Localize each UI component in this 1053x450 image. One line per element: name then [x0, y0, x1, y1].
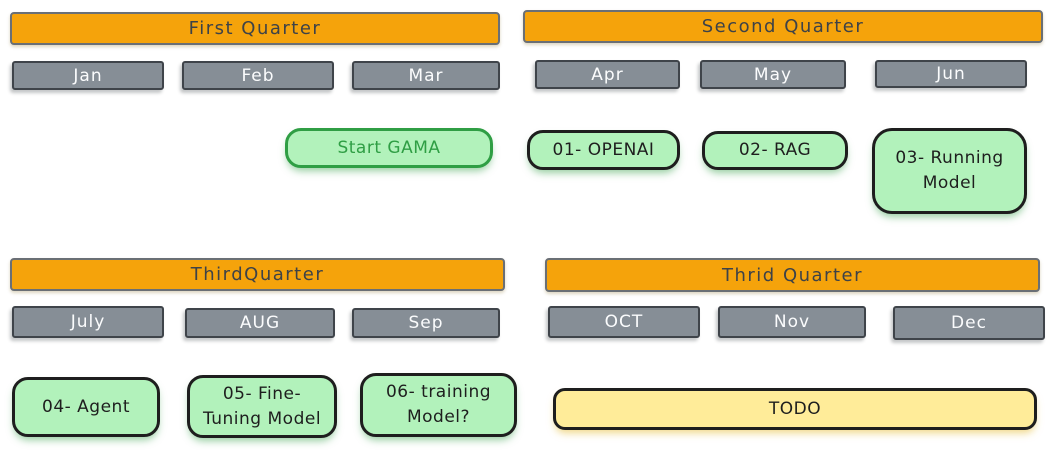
task-06-training-model-label: 06- training Model?	[385, 382, 492, 427]
month-bar-nov[interactable]: Nov	[718, 306, 866, 338]
task-03-running-model[interactable]: 03- Running Model	[872, 128, 1027, 214]
quarter-bar-first-label: First Quarter	[188, 18, 322, 39]
month-bar-aug[interactable]: AUG	[185, 308, 335, 338]
task-todo[interactable]: TODO	[553, 388, 1037, 430]
month-bar-jan[interactable]: Jan	[12, 61, 164, 90]
quarter-bar-second-label: Second Quarter	[701, 16, 865, 37]
month-bar-may[interactable]: May	[700, 60, 846, 89]
month-bar-apr[interactable]: Apr	[535, 60, 680, 89]
month-bar-mar[interactable]: Mar	[352, 61, 500, 90]
task-start-gama-label: Start GAMA	[337, 137, 441, 158]
month-bar-aug-label: AUG	[239, 313, 281, 333]
task-01-openai-label: 01- OPENAI	[552, 139, 655, 160]
task-02-rag-label: 02- RAG	[738, 140, 812, 161]
quarter-bar-third-label: ThirdQuarter	[190, 264, 325, 285]
task-05-fine-tuning-model-label: 05- Fine-Tuning Model	[202, 383, 322, 429]
task-todo-label: TODO	[768, 398, 822, 419]
month-bar-july[interactable]: July	[12, 306, 164, 338]
task-01-openai[interactable]: 01- OPENAI	[527, 130, 680, 170]
month-bar-sep-label: Sep	[408, 313, 444, 333]
task-02-rag[interactable]: 02- RAG	[702, 131, 848, 170]
task-06-training-model[interactable]: 06- training Model?	[360, 373, 517, 437]
month-bar-may-label: May	[753, 64, 793, 85]
month-bar-feb[interactable]: Feb	[182, 61, 334, 90]
month-bar-oct[interactable]: OCT	[548, 306, 700, 338]
month-bar-jan-label: Jan	[73, 65, 103, 86]
quarter-bar-second[interactable]: Second Quarter	[523, 10, 1043, 43]
month-bar-mar-label: Mar	[408, 65, 444, 86]
task-start-gama[interactable]: Start GAMA	[285, 128, 493, 168]
month-bar-apr-label: Apr	[591, 64, 624, 85]
task-05-fine-tuning-model[interactable]: 05- Fine-Tuning Model	[187, 375, 337, 438]
month-bar-feb-label: Feb	[241, 65, 275, 86]
month-bar-jun-label: Jun	[936, 64, 966, 84]
month-bar-nov-label: Nov	[773, 312, 811, 332]
quarter-bar-first[interactable]: First Quarter	[10, 12, 500, 45]
quarter-bar-fourth-label: Thrid Quarter	[722, 264, 863, 286]
month-bar-july-label: July	[70, 312, 106, 332]
month-bar-dec-label: Dec	[951, 313, 987, 333]
month-bar-jun[interactable]: Jun	[875, 60, 1027, 88]
month-bar-dec[interactable]: Dec	[893, 306, 1045, 340]
task-03-running-model-label: 03- Running Model	[895, 148, 1004, 193]
quarter-bar-fourth[interactable]: Thrid Quarter	[545, 258, 1040, 292]
task-04-agent[interactable]: 04- Agent	[12, 377, 160, 437]
task-04-agent-label: 04- Agent	[42, 396, 130, 417]
month-bar-sep[interactable]: Sep	[352, 308, 500, 338]
quarter-bar-third[interactable]: ThirdQuarter	[10, 258, 505, 291]
month-bar-oct-label: OCT	[604, 312, 644, 332]
